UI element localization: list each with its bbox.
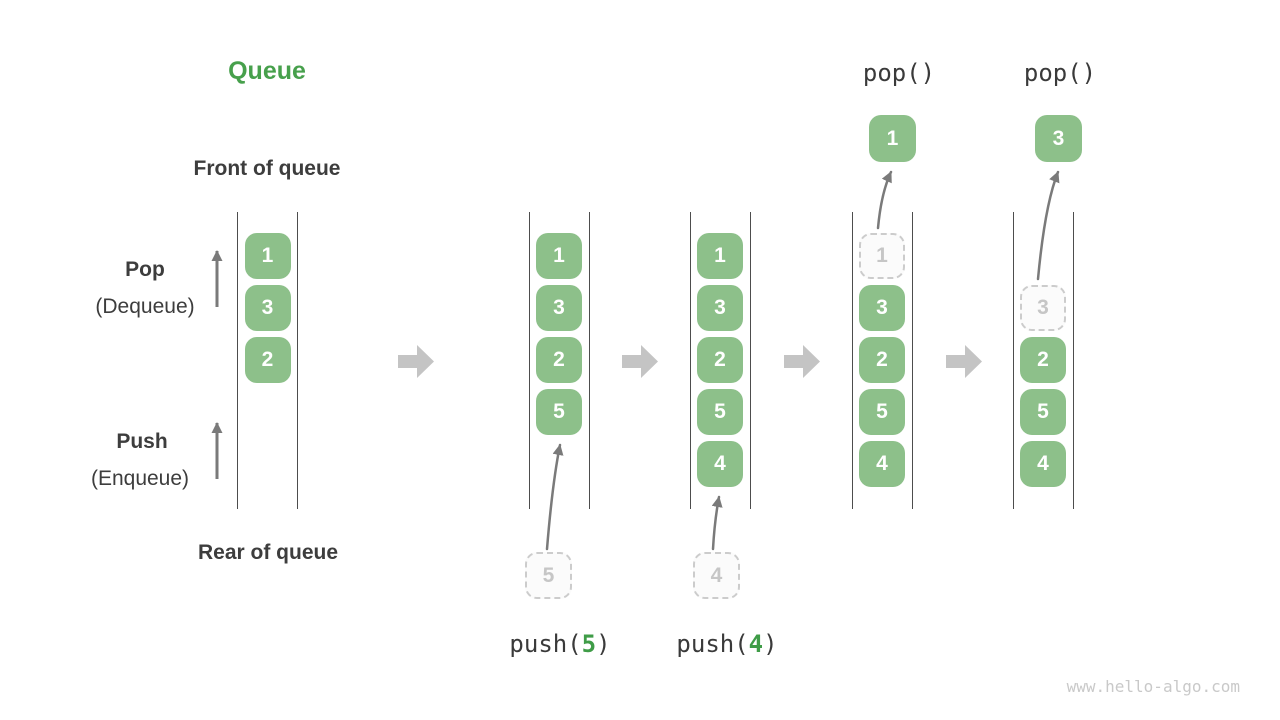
incoming-item: 4 <box>693 552 740 599</box>
queue-item: 4 <box>859 441 905 487</box>
queue-item: 5 <box>536 389 582 435</box>
push-call-label: push(5) <box>509 630 610 658</box>
queue-item: 5 <box>1020 389 1066 435</box>
push-call-prefix: push( <box>509 630 582 658</box>
queue-item: 3 <box>859 285 905 331</box>
queue-state-3: 1 3 2 5 4 <box>689 212 751 509</box>
queue-item: 4 <box>1020 441 1066 487</box>
front-of-queue-label: Front of queue <box>193 157 341 180</box>
push-call-arg: 5 <box>581 630 597 658</box>
rear-of-queue-label: Rear of queue <box>197 541 339 564</box>
diagram-title: Queue <box>228 57 306 85</box>
popped-item: 1 <box>869 115 916 162</box>
dequeue-label: (Dequeue) <box>95 295 195 318</box>
enqueue-label: (Enqueue) <box>90 467 190 490</box>
queue-item-ghost: 3 <box>1020 285 1066 331</box>
queue-item: 1 <box>244 233 291 279</box>
queue-item: 1 <box>536 233 582 279</box>
queue-item: 2 <box>1020 337 1066 383</box>
right-block-arrow-icon <box>398 345 434 378</box>
queue-item: 2 <box>244 337 291 383</box>
right-block-arrow-icon <box>946 345 982 378</box>
push-call-suffix: ) <box>596 630 611 658</box>
queue-item: 3 <box>244 285 291 331</box>
push-label: Push <box>116 430 168 453</box>
push-call-arg: 4 <box>748 630 764 658</box>
queue-item: 1 <box>697 233 743 279</box>
queue-item: 3 <box>536 285 582 331</box>
right-block-arrow-icon <box>784 345 820 378</box>
queue-state-2: 1 3 2 5 <box>528 212 590 509</box>
push-call-suffix: ) <box>763 630 778 658</box>
watermark: www.hello-algo.com <box>1066 677 1240 696</box>
queue-item: 5 <box>859 389 905 435</box>
queue-state-1: 1 3 2 <box>237 212 298 509</box>
incoming-item: 5 <box>525 552 572 599</box>
queue-state-5: 3 2 5 4 <box>1012 212 1074 509</box>
queue-item: 2 <box>536 337 582 383</box>
pop-call-label: pop() <box>862 59 936 87</box>
queue-state-4: 1 3 2 5 4 <box>851 212 913 509</box>
pop-label: Pop <box>125 258 165 281</box>
queue-item: 4 <box>697 441 743 487</box>
pop-call-label: pop() <box>1023 59 1097 87</box>
queue-item-ghost: 1 <box>859 233 905 279</box>
queue-item: 5 <box>697 389 743 435</box>
push-call-prefix: push( <box>676 630 749 658</box>
queue-item: 2 <box>697 337 743 383</box>
popped-item: 3 <box>1035 115 1082 162</box>
push-call-label: push(4) <box>676 630 777 658</box>
right-block-arrow-icon <box>622 345 658 378</box>
queue-item: 3 <box>697 285 743 331</box>
queue-item: 2 <box>859 337 905 383</box>
